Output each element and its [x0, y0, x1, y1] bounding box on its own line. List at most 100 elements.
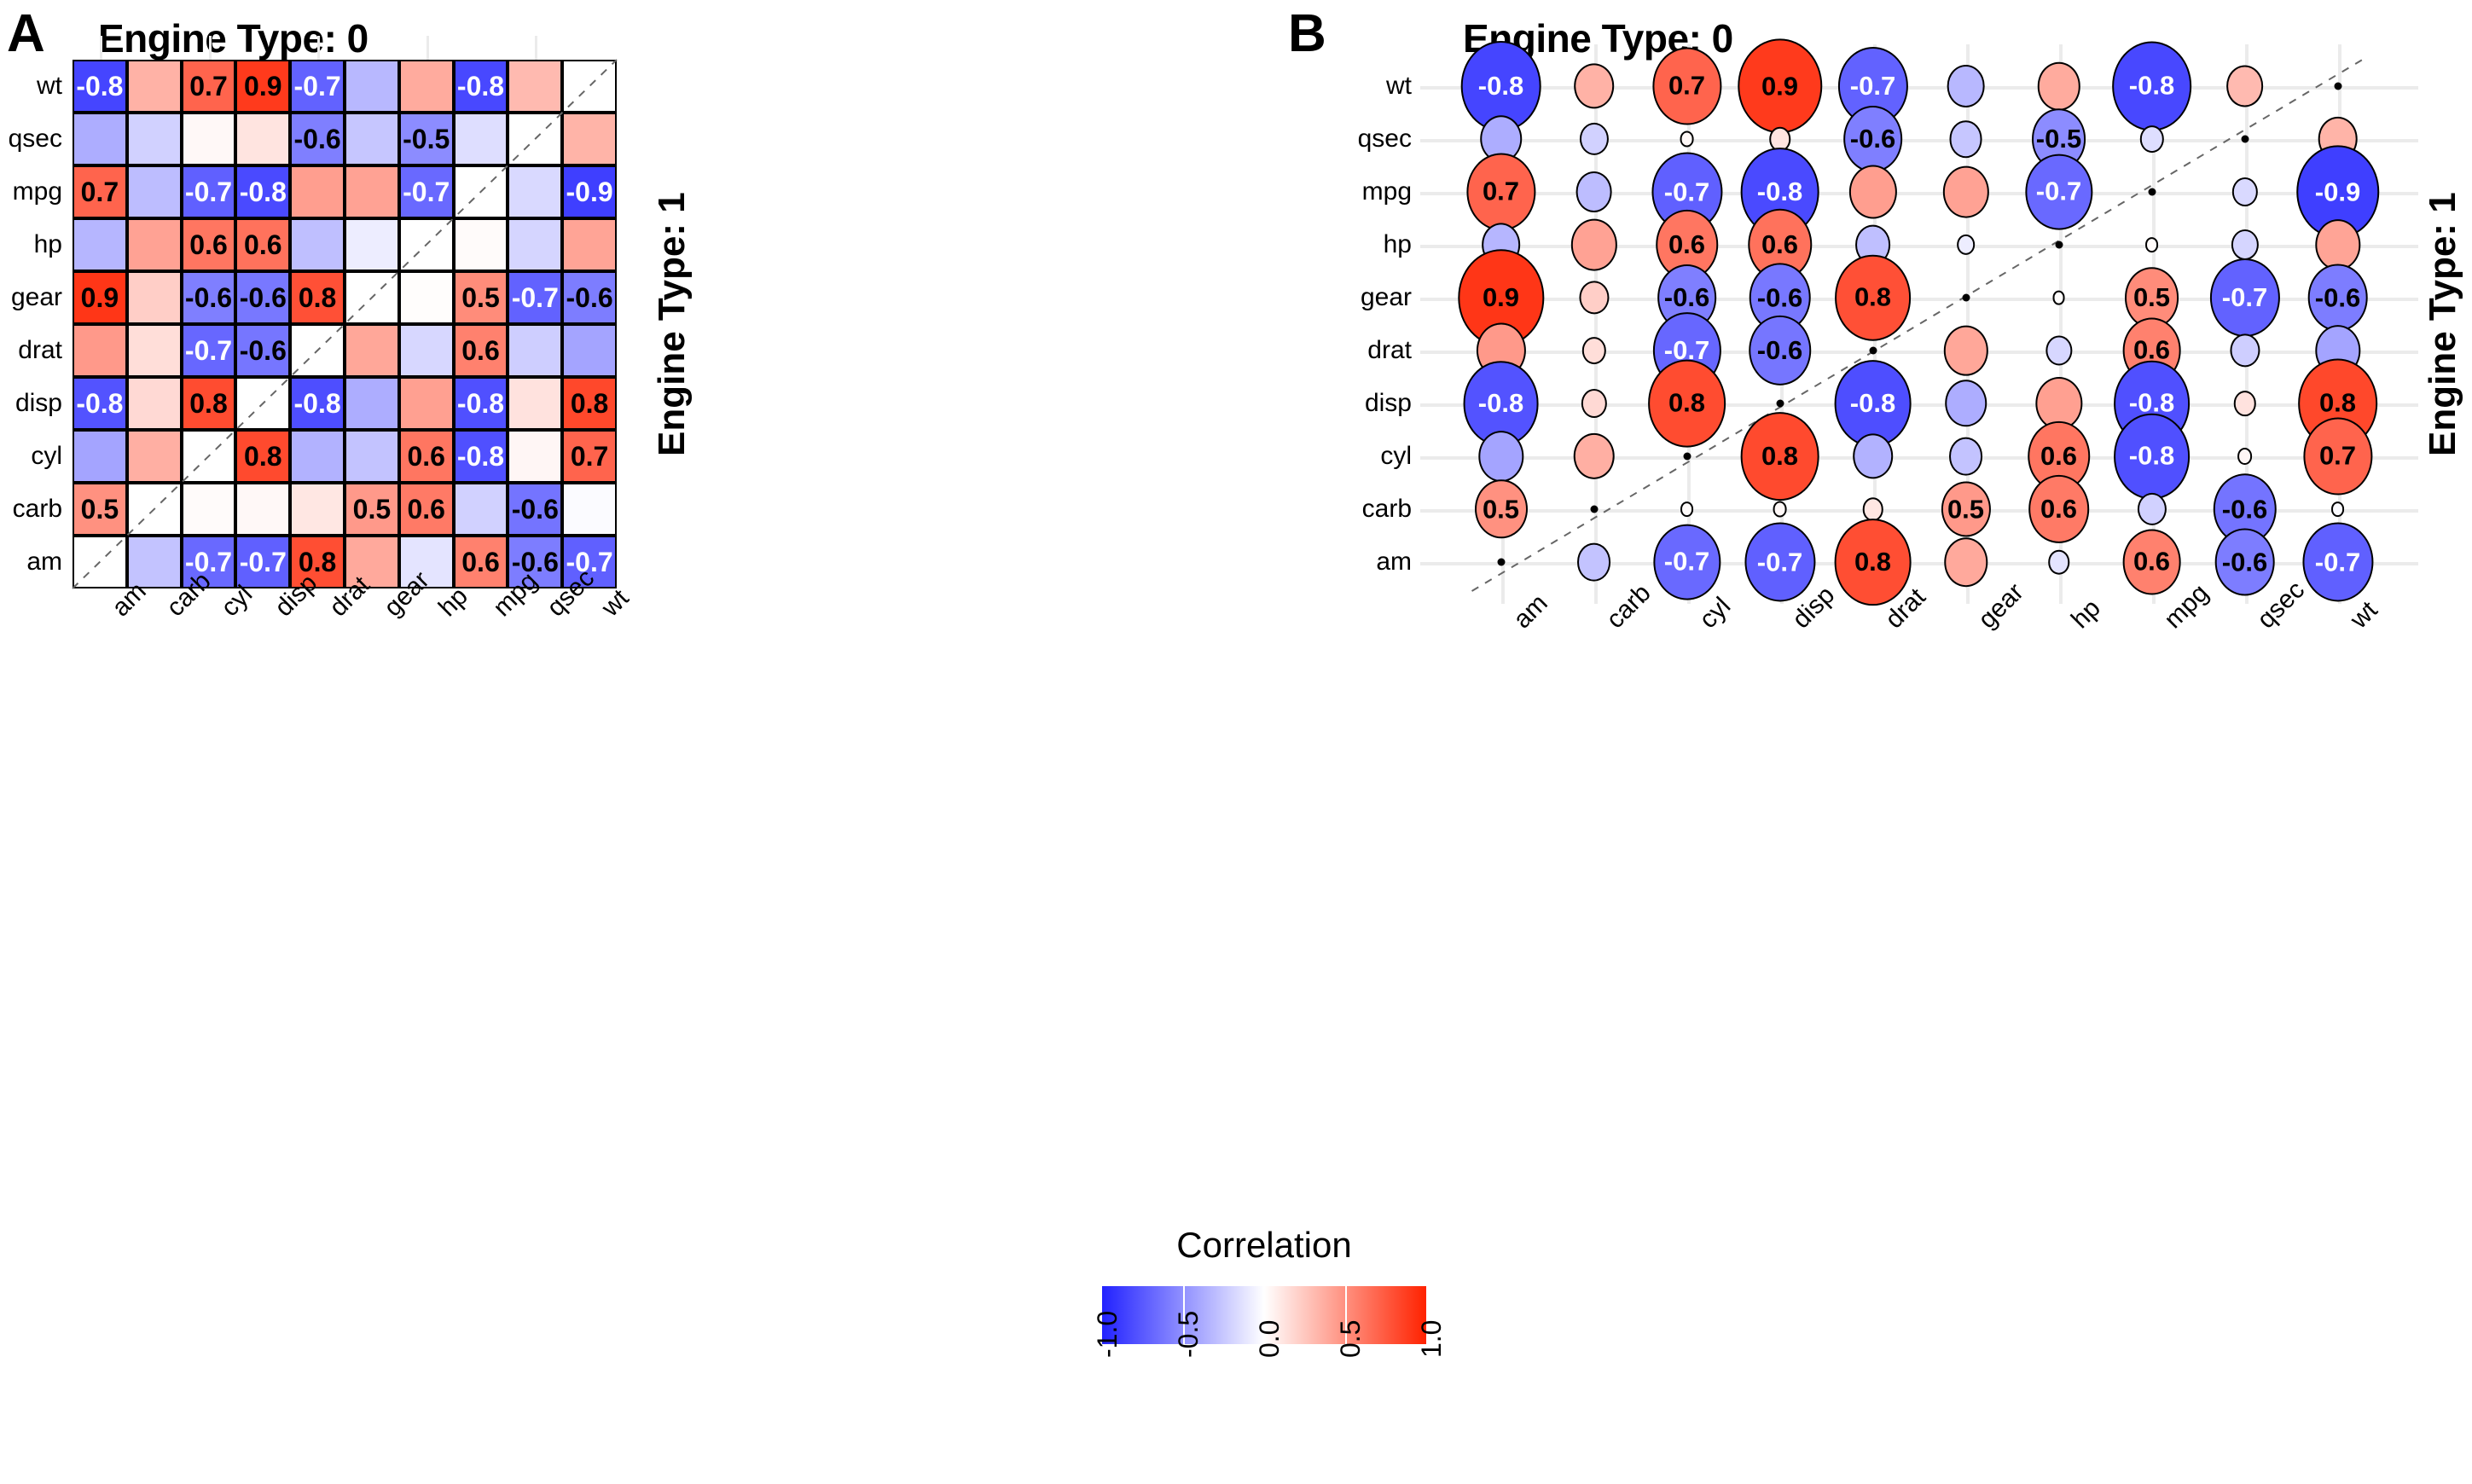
tick-guide [99, 36, 102, 60]
heatmap-cell [508, 60, 563, 113]
row-label: wt [1386, 72, 1412, 100]
bubble-marker [1862, 497, 1883, 521]
bubble-marker [1956, 234, 1976, 256]
row-label: disp [1364, 389, 1412, 417]
heatmap-cell: -0.9 [562, 165, 617, 218]
bubble-marker: 0.5 [1474, 479, 1528, 539]
bubble-marker [2231, 229, 2259, 261]
heatmap-cell [126, 271, 182, 324]
heatmap-cell [235, 377, 291, 430]
heatmap-cell: 0.6 [398, 430, 454, 483]
heatmap-cell [508, 165, 563, 218]
bubble-marker [1949, 120, 1982, 158]
bubble-marker: 0.7 [2302, 417, 2373, 496]
heatmap-cell [398, 377, 454, 430]
heatmap-cell [290, 324, 345, 377]
diagonal-dot [1683, 452, 1691, 461]
heatmap-cell [126, 218, 182, 271]
gridline-horizontal [1420, 139, 2418, 142]
heatmap-cell: -0.7 [290, 60, 345, 113]
diagonal-dot [2334, 82, 2341, 90]
heatmap-cell [126, 483, 182, 536]
heatmap-cell: 0.7 [562, 430, 617, 483]
heatmap-cell: 0.5 [73, 483, 127, 536]
bubble-marker [2330, 501, 2345, 517]
diagonal-dot [1776, 399, 1784, 408]
heatmap-cell: 0.6 [453, 536, 508, 588]
heatmap-cell [345, 377, 399, 430]
bubble-marker [1578, 281, 1610, 315]
heatmap-cell [562, 113, 617, 165]
heatmap-cell: -0.8 [73, 377, 127, 430]
heatmap-cell: -0.8 [290, 377, 345, 430]
heatmap-cell [126, 324, 182, 377]
heatmap-cell: -0.6 [562, 271, 617, 324]
panel-a-strip-label: Engine Type: 1 [651, 192, 693, 456]
bubble-marker: -0.6 [1842, 105, 1903, 173]
heatmap-cell [235, 113, 291, 165]
bubble-marker: -0.8 [2113, 413, 2191, 500]
heatmap-cell [290, 430, 345, 483]
gridline-horizontal [1420, 86, 2418, 90]
bubble-marker [1944, 380, 1987, 427]
heatmap-cell [453, 483, 508, 536]
heatmap-cell: -0.5 [398, 113, 454, 165]
heatmap-cell: -0.8 [453, 377, 508, 430]
heatmap-cell [345, 430, 399, 483]
heatmap-cell: 0.6 [453, 324, 508, 377]
gridline-horizontal [1420, 456, 2418, 460]
heatmap-cell [126, 60, 182, 113]
bubble-marker: -0.6 [2307, 264, 2368, 332]
heatmap-cell [562, 60, 617, 113]
legend-colorbar [1102, 1286, 1426, 1344]
heatmap-cell [398, 60, 454, 113]
bubble-marker [1579, 122, 1609, 156]
bubble-marker [1773, 501, 1787, 518]
diagonal-dot [2055, 241, 2063, 249]
bubble-marker [2052, 290, 2065, 305]
heatmap-cell [345, 218, 399, 271]
column-label: cyl [1693, 592, 1736, 635]
bubble-marker: 0.8 [1647, 359, 1726, 448]
heatmap-cell [73, 218, 127, 271]
row-label: am [26, 548, 62, 576]
row-label: mpg [12, 177, 62, 206]
bubble-marker [1570, 218, 1617, 271]
bubble-marker: 0.6 [2028, 474, 2090, 544]
tick-guide [535, 36, 538, 60]
row-label: qsec [1357, 125, 1412, 153]
bubble-marker: 0.5 [2124, 267, 2179, 328]
bubble-marker [1848, 165, 1897, 219]
heatmap-cell: 0.6 [398, 483, 454, 536]
heatmap-cell [73, 536, 127, 588]
heatmap-cell [345, 165, 399, 218]
bubble-marker [2047, 549, 2070, 575]
bubble-marker [1943, 537, 1988, 587]
bubble-marker [1852, 433, 1894, 479]
bubble-marker: -0.6 [2213, 473, 2277, 545]
panel-a-tag: A [7, 4, 45, 63]
bubble-marker: 0.6 [2122, 529, 2181, 595]
heatmap-cell [126, 430, 182, 483]
heatmap-cell: 0.9 [73, 271, 127, 324]
tick-guide [208, 36, 212, 60]
bubble-marker [2229, 333, 2260, 368]
bubble-marker: -0.7 [2209, 258, 2280, 338]
bubble-marker [1942, 165, 1989, 218]
heatmap-cell [345, 60, 399, 113]
heatmap-cell: -0.8 [453, 430, 508, 483]
heatmap-cell [73, 113, 127, 165]
bubble-marker [2237, 448, 2253, 465]
bubble-marker [1573, 63, 1615, 109]
bubble-marker: -0.6 [1748, 315, 1812, 386]
row-label: carb [12, 495, 62, 523]
heatmap-cell: -0.6 [181, 271, 236, 324]
heatmap-cell: 0.6 [181, 218, 236, 271]
legend-separator [1183, 1286, 1185, 1344]
heatmap-cell [508, 324, 563, 377]
heatmap-cell [345, 271, 399, 324]
diagonal-dot [1962, 293, 1970, 302]
heatmap-cell: -0.7 [181, 165, 236, 218]
heatmap-cell [73, 324, 127, 377]
bubble-marker [1575, 171, 1612, 212]
